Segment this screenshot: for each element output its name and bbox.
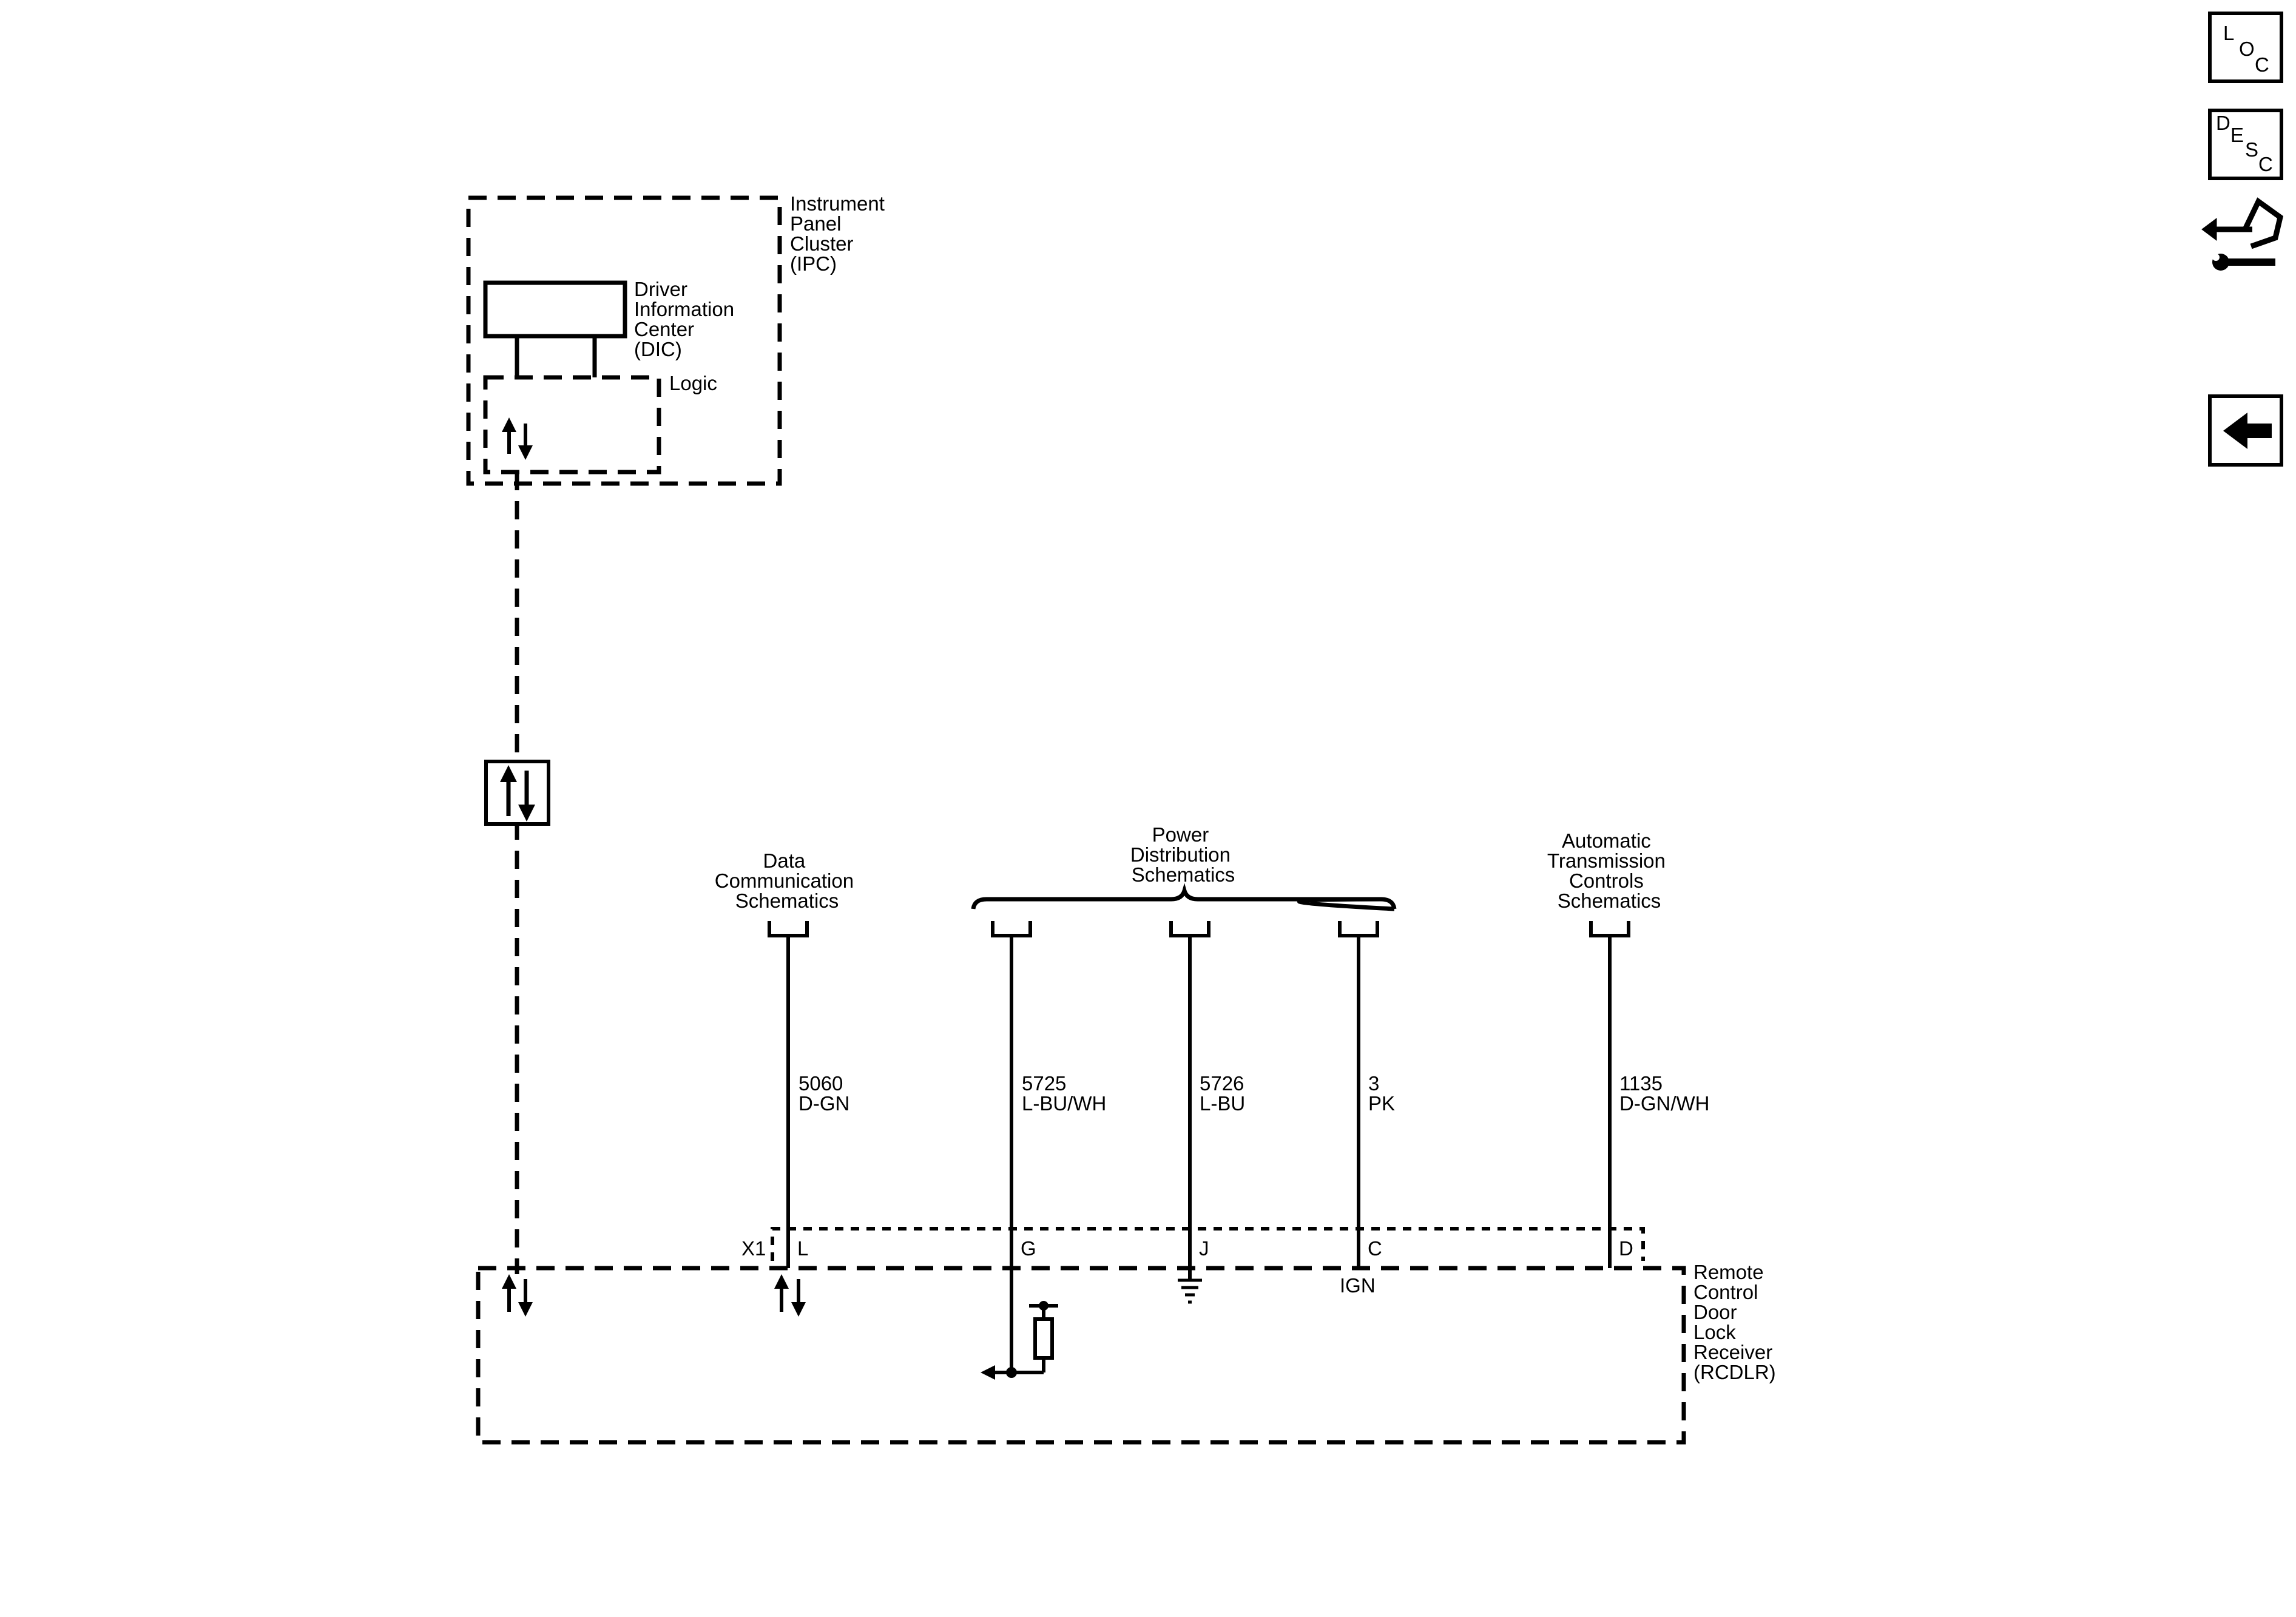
svg-text:O: O — [2239, 38, 2255, 60]
logic-label: Logic — [669, 372, 717, 394]
ground-icon — [1178, 1278, 1202, 1304]
dic-box — [483, 280, 627, 339]
pin-label-g: G — [1021, 1237, 1036, 1260]
data-comm-reference: Data Communication Schematics — [715, 849, 859, 912]
svg-text:L: L — [2223, 22, 2234, 44]
x1-connector-outline — [771, 1227, 1645, 1261]
svg-text:C: C — [2258, 153, 2273, 175]
pin-label-c: C — [1368, 1237, 1382, 1260]
rcdlr-title: Remote Control Door Lock Receiver (RCDLR… — [1693, 1261, 1778, 1383]
circuit-label-5726: 5726 L-BU — [1200, 1072, 1250, 1115]
serial-data-symbol-box — [484, 760, 550, 826]
pin-label-d: D — [1619, 1237, 1633, 1260]
connector-label: X1 — [741, 1237, 766, 1260]
power-brace — [971, 883, 1395, 911]
trans-reference: Automatic Transmission Controls Schemati… — [1547, 829, 1671, 912]
desc-button[interactable]: D E S C — [2208, 109, 2283, 180]
rcdlr-box — [476, 1266, 1686, 1445]
ipc-box — [466, 195, 782, 486]
logic-box — [483, 375, 661, 474]
circuit-label-3: 3 PK — [1368, 1072, 1395, 1115]
back-arrow-icon — [2223, 413, 2272, 449]
pin-label-l: L — [797, 1237, 808, 1260]
circuit-label-5060: 5060 D-GN — [799, 1072, 849, 1115]
loc-button[interactable]: L O C — [2208, 12, 2283, 83]
svg-text:C: C — [2255, 53, 2269, 76]
connector-wrench-icon[interactable] — [2201, 197, 2284, 271]
svg-text:D: D — [2216, 112, 2230, 134]
back-button[interactable] — [2208, 394, 2283, 467]
dic-title: Driver Information Center (DIC) — [634, 278, 740, 360]
circuit-label-5725: 5725 L-BU/WH — [1022, 1072, 1106, 1115]
svg-text:E: E — [2230, 124, 2244, 146]
svg-text:S: S — [2245, 138, 2258, 161]
ign-label: IGN — [1340, 1274, 1376, 1297]
ipc-title: Instrument Panel Cluster (IPC) — [790, 192, 890, 275]
power-dist-reference: Power Distribution Schematics — [1130, 823, 1236, 886]
circuit-label-1135: 1135 D-GN/WH — [1619, 1072, 1709, 1115]
pull-up-resistor-icon — [981, 1301, 1058, 1380]
pin-label-j: J — [1199, 1237, 1209, 1260]
